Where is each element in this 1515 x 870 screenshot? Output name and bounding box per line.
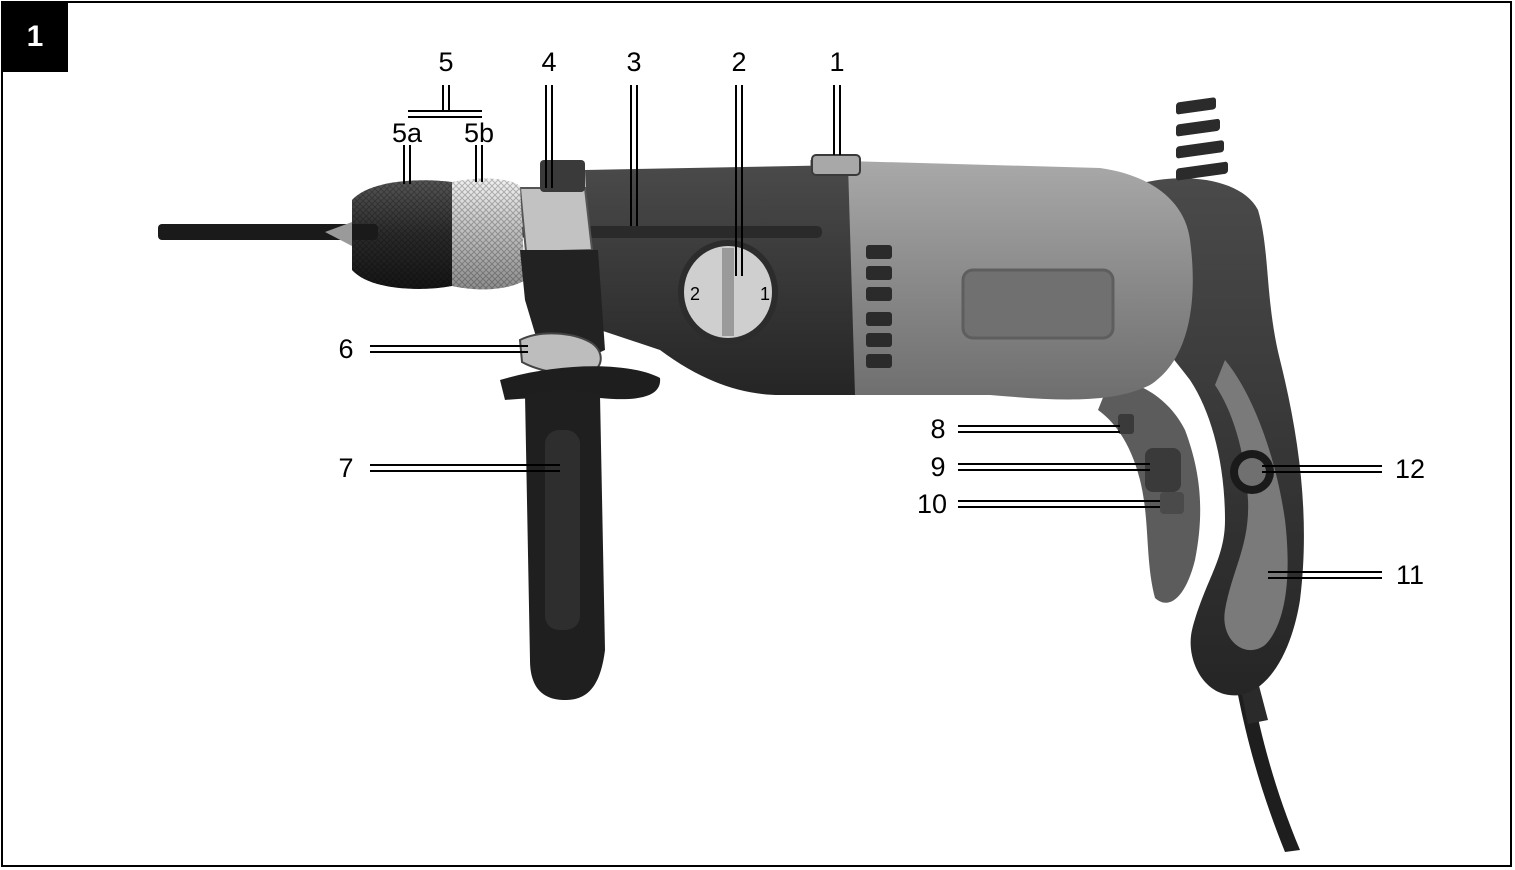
callout-5: 5 — [438, 47, 453, 77]
callout-7: 7 — [338, 453, 353, 483]
callout-3: 3 — [626, 47, 641, 77]
dial-mark-left: 2 — [690, 284, 700, 304]
gear-selector-dial: 2 1 — [678, 240, 778, 344]
leader-lines — [370, 85, 1382, 579]
front-vents — [866, 245, 892, 368]
callout-11: 11 — [1396, 560, 1424, 590]
callout-labels: 1 2 3 4 5 5a 5b 6 7 8 9 10 11 12 — [338, 47, 1425, 590]
callout-12: 12 — [1395, 454, 1425, 484]
trigger-housing — [1098, 380, 1201, 603]
callout-5a: 5a — [392, 118, 423, 148]
callout-10: 10 — [917, 489, 947, 519]
drill-bit — [158, 224, 378, 240]
callout-1: 1 — [829, 47, 844, 77]
callout-2: 2 — [731, 47, 746, 77]
figure-number-badge: 1 — [2, 2, 68, 72]
callout-5b: 5b — [464, 118, 494, 148]
direction-switch — [1160, 492, 1184, 514]
power-cord — [1238, 690, 1300, 852]
callout-9: 9 — [930, 452, 945, 482]
depth-stop-clamp — [518, 187, 594, 254]
rear-vents — [1176, 97, 1228, 181]
chuck-sleeve-b — [452, 178, 525, 290]
depth-stop-rod — [520, 226, 822, 238]
drill-illustration: 2 1 — [158, 97, 1304, 852]
chuck-sleeve-a — [352, 180, 452, 289]
speed-wheel — [1145, 448, 1181, 492]
housing-label-recess — [961, 268, 1115, 340]
callout-8: 8 — [930, 414, 945, 444]
mode-switch — [811, 154, 861, 176]
dial-mark-right: 1 — [760, 284, 770, 304]
callout-4: 4 — [541, 47, 556, 77]
trigger-lock — [1118, 414, 1134, 434]
aux-handle-collar — [520, 250, 605, 358]
callout-6: 6 — [338, 334, 353, 364]
